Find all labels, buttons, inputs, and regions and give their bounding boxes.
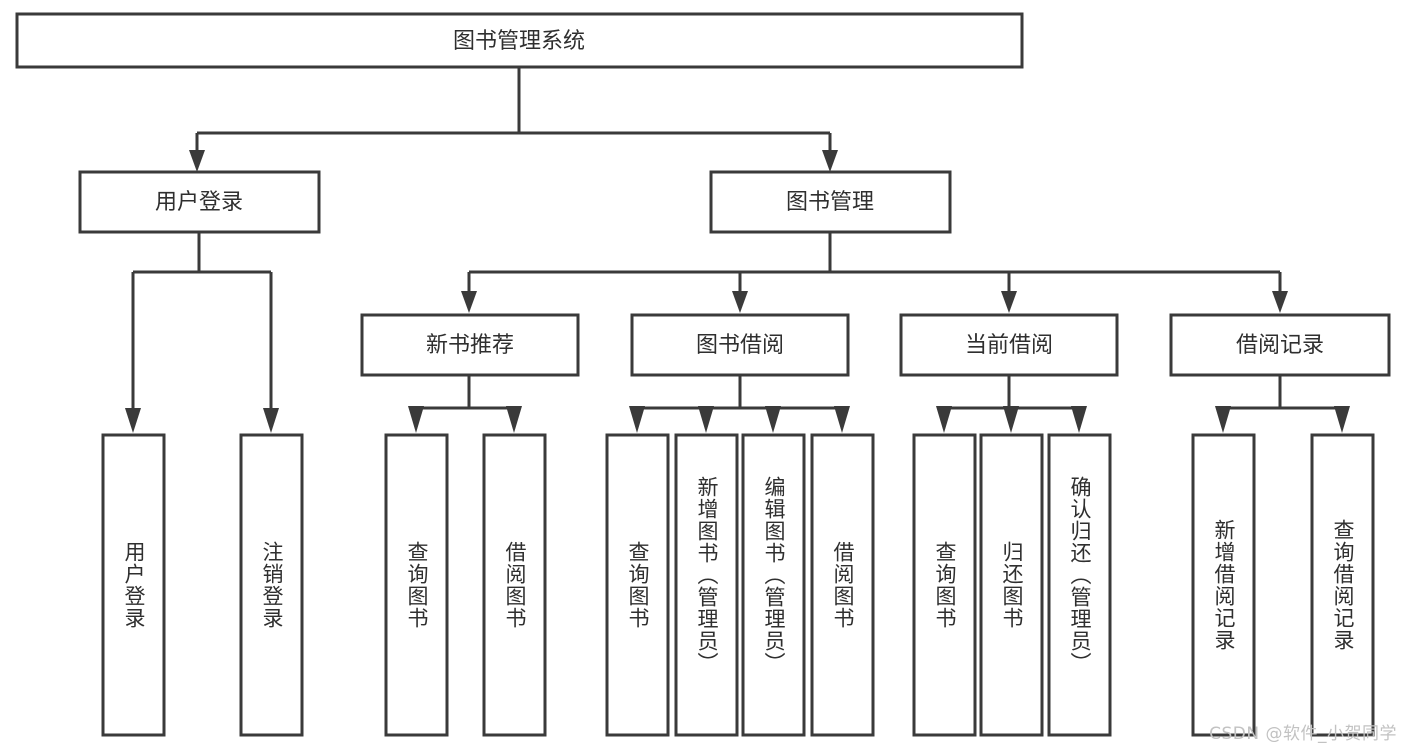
leaf-label: 编辑图书（管理员） — [762, 476, 786, 674]
leaf-new-book-1[interactable]: 查询图书 — [384, 433, 449, 737]
arrow-borrow-record-leaf-2 — [1334, 406, 1350, 433]
arrow-book-borrow-leaf-4 — [834, 406, 850, 433]
arrow-bm-to-new-book — [461, 291, 477, 313]
leaf-box[interactable] — [912, 433, 977, 737]
node-root-system[interactable]: 图书管理系统 — [15, 12, 1024, 69]
leaf-box[interactable] — [1310, 433, 1375, 737]
borrow-record-label: 借阅记录 — [1236, 333, 1324, 358]
new-book-recommend-label: 新书推荐 — [426, 333, 514, 358]
arrow-new-book-leaf-2 — [506, 406, 522, 433]
arrow-borrow-record-leaf-1 — [1215, 406, 1231, 433]
leaf-box[interactable] — [810, 433, 875, 737]
book-borrow-box[interactable] — [630, 313, 850, 377]
arrow-book-borrow-leaf-2 — [698, 406, 714, 433]
leaf-box[interactable] — [384, 433, 449, 737]
leaf-borrow-record-2[interactable]: 查询借阅记录 — [1310, 433, 1375, 737]
leaf-user-login-1[interactable]: 用户登录 — [101, 433, 166, 737]
csdn-watermark: CSDN @软件_小贺同学 — [1209, 724, 1397, 744]
arrow-current-borrow-leaf-1 — [936, 406, 952, 433]
leaf-book-borrow-2[interactable]: 新增图书（管理员） — [674, 433, 739, 737]
arrow-book-borrow-leaf-3 — [765, 406, 781, 433]
root-box[interactable] — [15, 12, 1024, 69]
current-borrow-label: 当前借阅 — [965, 333, 1053, 358]
book-manage-label: 图书管理 — [786, 190, 874, 215]
node-book-borrow[interactable]: 图书借阅 — [630, 313, 850, 377]
leaf-label: 注销登录 — [260, 541, 284, 629]
connector-layer — [125, 67, 1350, 433]
leaf-label: 新增图书（管理员） — [695, 476, 719, 674]
leaf-label: 借阅图书 — [831, 541, 855, 629]
leaf-book-borrow-1[interactable]: 查询图书 — [605, 433, 670, 737]
leaf-label: 查询图书 — [626, 541, 650, 629]
leaf-book-borrow-3[interactable]: 编辑图书（管理员） — [741, 433, 806, 737]
leaf-box[interactable] — [101, 433, 166, 737]
leaf-new-book-2[interactable]: 借阅图书 — [482, 433, 547, 737]
arrow-bm-to-borrow-record — [1272, 291, 1288, 313]
leaf-box[interactable] — [605, 433, 670, 737]
new-book-recommend-box[interactable] — [360, 313, 580, 377]
leaf-label: 新增借阅记录 — [1212, 519, 1236, 651]
leaf-box[interactable] — [1191, 433, 1256, 737]
current-borrow-box[interactable] — [899, 313, 1119, 377]
arrow-bm-to-current-borrow — [1001, 291, 1017, 313]
node-book-manage[interactable]: 图书管理 — [709, 170, 952, 234]
leaf-box[interactable] — [239, 433, 304, 737]
leaf-box[interactable] — [674, 433, 739, 737]
node-user-login[interactable]: 用户登录 — [78, 170, 321, 234]
leaf-user-login-2[interactable]: 注销登录 — [239, 433, 304, 737]
arrow-current-borrow-leaf-2 — [1003, 406, 1019, 433]
leaf-borrow-record-1[interactable]: 新增借阅记录 — [1191, 433, 1256, 737]
arrow-user-login-leaf-2 — [263, 408, 279, 433]
arrow-current-borrow-leaf-3 — [1071, 406, 1087, 433]
node-borrow-record[interactable]: 借阅记录 — [1169, 313, 1391, 377]
leaf-label: 确认归还（管理员） — [1068, 476, 1092, 674]
leaf-label: 查询图书 — [933, 541, 957, 629]
leaf-current-borrow-1[interactable]: 查询图书 — [912, 433, 977, 737]
leaf-label: 归还图书 — [1000, 541, 1024, 629]
leaf-label: 借阅图书 — [503, 541, 527, 629]
leaf-box[interactable] — [979, 433, 1044, 737]
leaf-label: 用户登录 — [122, 541, 146, 629]
leaf-current-borrow-3[interactable]: 确认归还（管理员） — [1047, 433, 1112, 737]
book-borrow-label: 图书借阅 — [696, 333, 784, 358]
leaf-book-borrow-4[interactable]: 借阅图书 — [810, 433, 875, 737]
arrow-book-borrow-leaf-1 — [629, 406, 645, 433]
leaf-label: 查询借阅记录 — [1331, 519, 1355, 651]
leaf-box[interactable] — [482, 433, 547, 737]
user-login-box[interactable] — [78, 170, 321, 234]
arrow-user-login-leaf-1 — [125, 408, 141, 433]
borrow-record-box[interactable] — [1169, 313, 1391, 377]
arrow-new-book-leaf-1 — [408, 406, 424, 433]
leaf-box[interactable] — [741, 433, 806, 737]
arrow-bm-to-book-borrow — [732, 291, 748, 313]
book-manage-box[interactable] — [709, 170, 952, 234]
arrow-root-to-book-manage — [822, 150, 838, 172]
arrow-root-to-user-login — [189, 150, 205, 172]
leaf-label: 查询图书 — [405, 541, 429, 629]
node-current-borrow[interactable]: 当前借阅 — [899, 313, 1119, 377]
root-label: 图书管理系统 — [453, 29, 585, 54]
user-login-label: 用户登录 — [155, 190, 243, 215]
leaf-current-borrow-2[interactable]: 归还图书 — [979, 433, 1044, 737]
leaf-box[interactable] — [1047, 433, 1112, 737]
node-new-book-recommend[interactable]: 新书推荐 — [360, 313, 580, 377]
